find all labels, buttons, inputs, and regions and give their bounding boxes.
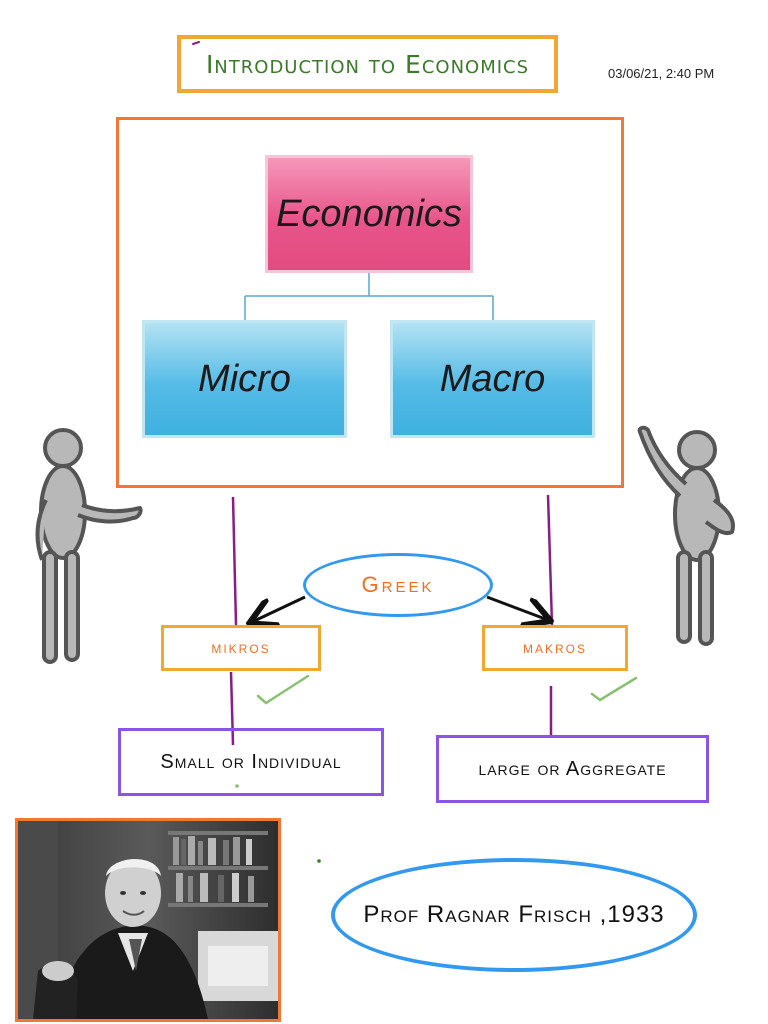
author-photo [15, 818, 281, 1022]
economics-node: Economics [265, 155, 473, 273]
presenter-figure-left-icon [35, 428, 143, 664]
timestamp: 03/06/21, 2:40 PM [608, 66, 715, 81]
purple-link-lines [229, 494, 554, 746]
presenter-figure-right-icon [637, 425, 735, 646]
large-aggregate-label: large or Aggregate [436, 735, 709, 803]
diagram-frame [116, 117, 624, 488]
man-portrait [33, 859, 208, 1019]
greek-arrows [252, 595, 548, 622]
tree-connector-lines [244, 273, 494, 320]
greek-label: Greek [303, 553, 493, 617]
mikros-label: mikros [161, 625, 321, 671]
portrait-image [18, 821, 278, 1019]
page-title: Introduction to Economics [177, 35, 558, 93]
small-individual-label: Small or Individual [118, 728, 384, 796]
macro-node: Macro [390, 320, 595, 438]
stray-marks [192, 41, 321, 863]
micro-node: Micro [142, 320, 347, 438]
makros-label: makros [482, 625, 628, 671]
author-credit: Prof Ragnar Frisch ,1933 [331, 858, 697, 972]
check-icon [256, 674, 638, 705]
bookshelf-background [168, 831, 268, 907]
